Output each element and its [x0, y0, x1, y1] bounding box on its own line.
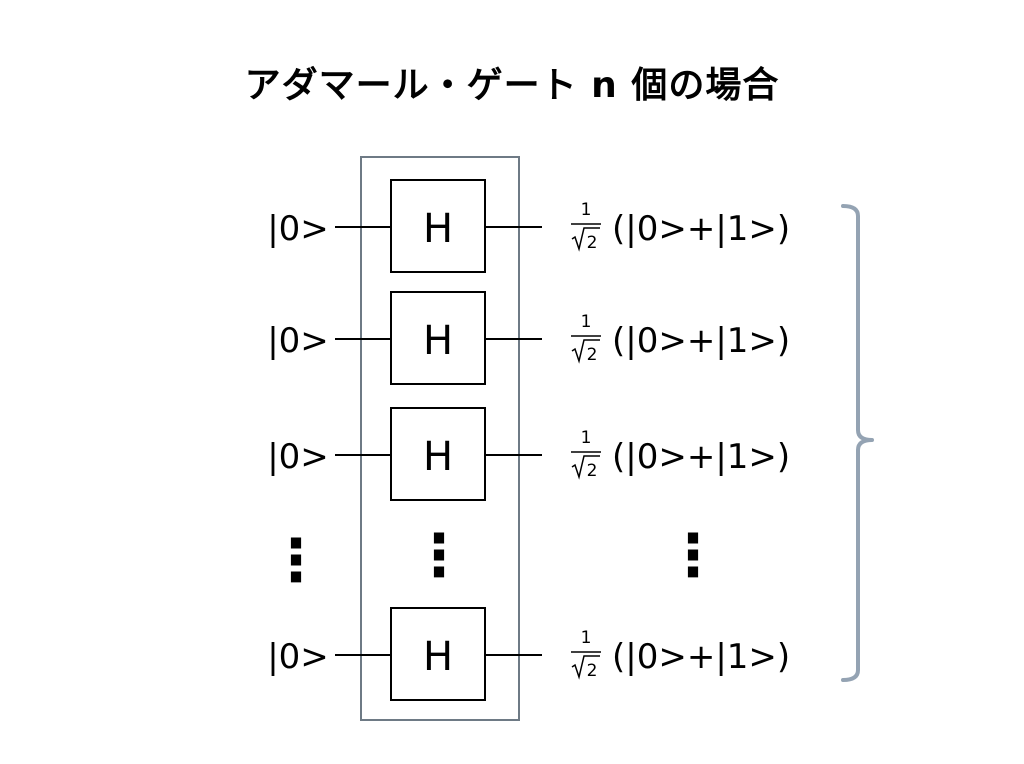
sqrt-symbol-icon — [571, 227, 600, 252]
sqrt-symbol-icon — [571, 455, 600, 480]
hadamard-gate-box — [390, 407, 486, 501]
input-state-label: |0> — [267, 321, 329, 361]
sqrt-symbol-icon — [571, 655, 600, 680]
gate-group-box — [360, 156, 520, 721]
coefficient-denominator: 2 — [587, 233, 598, 253]
coefficient-fraction: 1 2 — [571, 628, 601, 681]
ellipsis-input-column: ⋮ — [267, 526, 325, 594]
coefficient-denominator: 2 — [587, 461, 598, 481]
hadamard-gate-label: H — [423, 318, 453, 364]
coefficient-fraction: 1 2 — [571, 200, 601, 253]
hadamard-gate-label: H — [423, 206, 453, 252]
output-state-label: (|0>+|1>) — [612, 437, 790, 477]
coefficient-numerator: 1 — [581, 200, 592, 220]
coefficient-numerator: 1 — [581, 628, 592, 648]
hadamard-gate-label: H — [423, 434, 453, 480]
sqrt-symbol-icon — [571, 339, 600, 364]
input-state-label: |0> — [267, 437, 329, 477]
qubit-row: |0> H 1 2 (|0>+|1>) — [267, 291, 790, 385]
right-curly-brace-icon — [841, 204, 874, 682]
hadamard-gate-label: H — [423, 634, 453, 680]
coefficient-fraction: 1 2 — [571, 428, 601, 481]
coefficient-numerator: 1 — [581, 428, 592, 448]
ellipsis-gate-column: ⋮ — [410, 521, 468, 589]
qubit-row: |0> H 1 2 (|0>+|1>) — [267, 407, 790, 501]
page-title: アダマール・ゲート n 個の場合 — [244, 65, 780, 106]
output-state-label: (|0>+|1>) — [612, 209, 790, 249]
coefficient-numerator: 1 — [581, 312, 592, 332]
coefficient-denominator: 2 — [587, 661, 598, 681]
hadamard-gate-box — [390, 607, 486, 701]
hadamard-gate-box — [390, 179, 486, 273]
input-state-label: |0> — [267, 637, 329, 677]
hadamard-gate-box — [390, 291, 486, 385]
coefficient-denominator: 2 — [587, 345, 598, 365]
qubit-row: |0> H 1 2 (|0>+|1>) — [267, 607, 790, 701]
input-state-label: |0> — [267, 209, 329, 249]
coefficient-fraction: 1 2 — [571, 312, 601, 365]
output-state-label: (|0>+|1>) — [612, 637, 790, 677]
qubit-row: |0> H 1 2 (|0>+|1>) — [267, 179, 790, 273]
output-state-label: (|0>+|1>) — [612, 321, 790, 361]
ellipsis-output-column: ⋮ — [664, 521, 722, 589]
